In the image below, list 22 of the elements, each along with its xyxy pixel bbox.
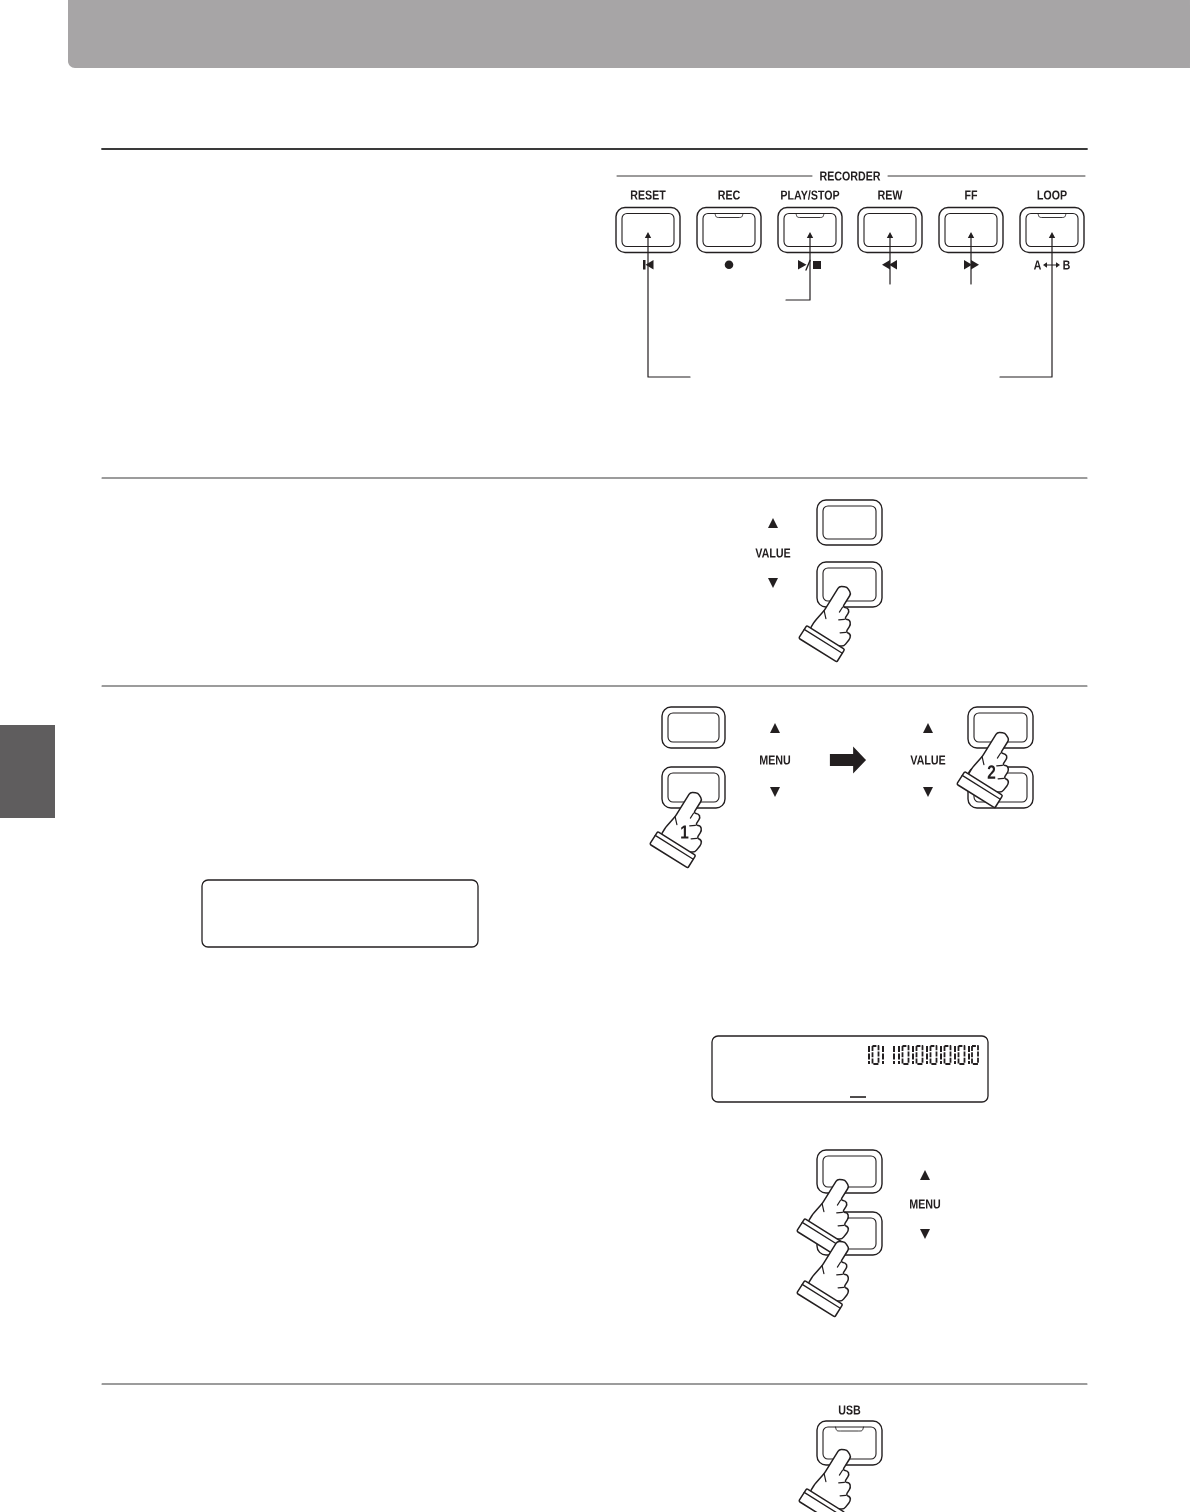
button (816, 1149, 883, 1194)
button-label: LOOP (1037, 190, 1067, 200)
button-label: PLAY/STOP (781, 190, 840, 200)
button (967, 706, 1034, 749)
button-label: USB (838, 1405, 861, 1415)
control-label: VALUE (755, 548, 791, 558)
button-label: FF (965, 190, 978, 200)
control-label: MENU (910, 1199, 941, 1209)
step-number: 2 (987, 765, 996, 779)
button (816, 499, 883, 546)
button-label: REC (718, 190, 740, 200)
symbol-letter: A (1033, 260, 1042, 270)
button-label: REW (878, 190, 903, 200)
symbol-letter: B (1063, 260, 1070, 270)
button-label: RESET (630, 190, 666, 200)
button (661, 706, 726, 749)
display-box (201, 879, 479, 948)
leader-line (644, 232, 691, 378)
control-label: VALUE (910, 755, 946, 765)
group-label: RECORDER (820, 171, 881, 181)
control-label: MENU (760, 755, 791, 765)
button (661, 766, 726, 809)
